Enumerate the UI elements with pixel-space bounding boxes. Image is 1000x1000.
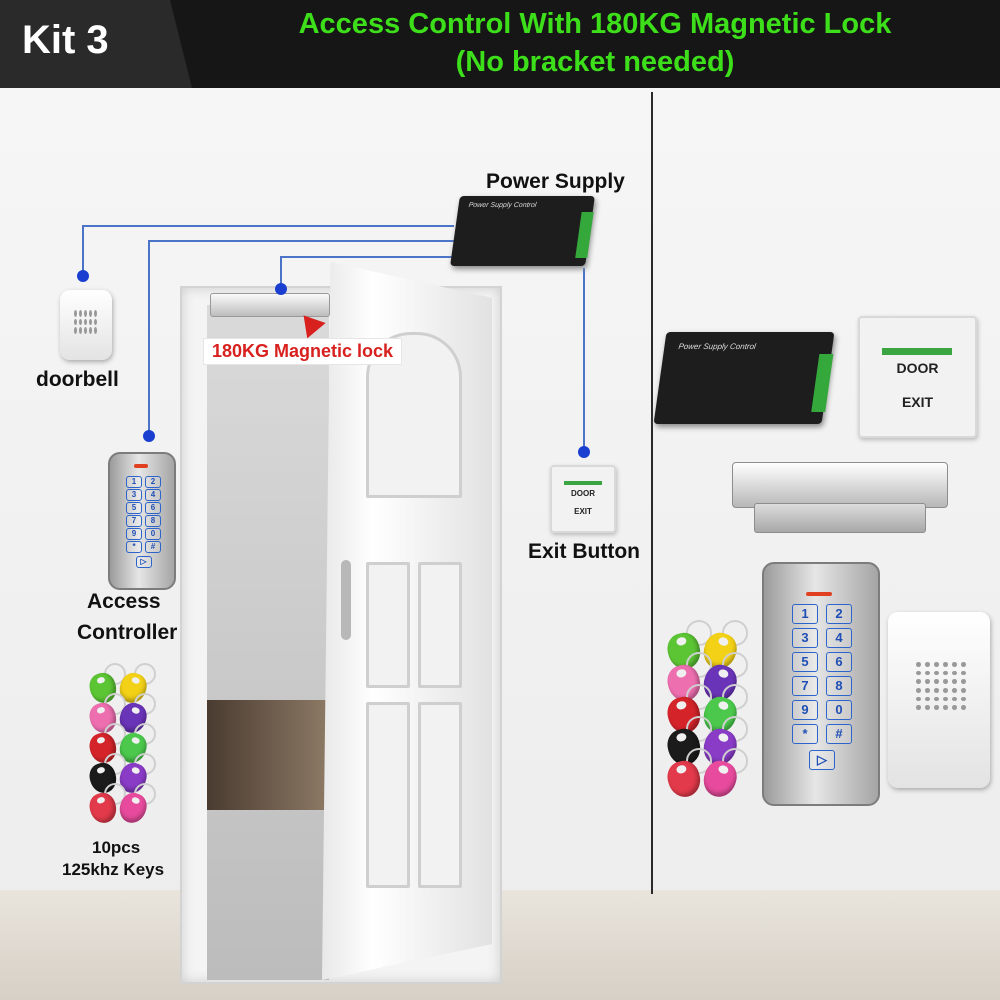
keypad-key: 6: [826, 652, 852, 672]
keypad-key: 7: [792, 676, 818, 696]
doorbell-device-icon: [60, 290, 112, 360]
keypad-card-reader-icon: ▷: [809, 750, 835, 770]
keypad-key: #: [826, 724, 852, 744]
wire-exit-v: [583, 268, 585, 450]
exit-button-label: Exit Button: [528, 540, 640, 563]
magnetic-lock-device-icon: [732, 462, 948, 508]
keypad-key: 9: [792, 700, 818, 720]
keypad-key: 4: [826, 628, 852, 648]
section-divider: [651, 92, 653, 894]
wire-doorbell-h: [82, 225, 454, 227]
keypad-key: 0: [145, 528, 161, 540]
access-controller-label-line1: Access: [87, 590, 161, 613]
keypad-key: 5: [792, 652, 818, 672]
keypad-key: 1: [126, 476, 142, 488]
wire-node: [77, 270, 89, 282]
keypad-key: 6: [145, 502, 161, 514]
keys-label-line2: 125khz Keys: [62, 860, 165, 879]
power-supply-label: Power Supply: [486, 170, 625, 193]
exit-button-device-icon: DOOR EXIT: [858, 316, 977, 438]
doorbell-grille: [74, 310, 98, 334]
door-panel: [418, 702, 462, 888]
wire-keypad-v: [148, 240, 150, 435]
wire-node: [143, 430, 155, 442]
exit-indicator: [564, 481, 602, 485]
keypad-led: [134, 464, 149, 468]
wire-lock-v: [280, 256, 282, 288]
access-controller-label-line2: Controller: [77, 621, 178, 644]
keypad-key: 5: [126, 502, 142, 514]
wire-lock-h: [280, 256, 460, 258]
psu-title: Power Supply Control: [468, 202, 537, 209]
exit-door-text: DOOR: [571, 489, 595, 498]
door-opening: [207, 305, 329, 980]
keypad-key: 8: [145, 515, 161, 527]
exit-exit-text: EXIT: [574, 507, 592, 516]
wire-keypad-h: [148, 240, 454, 242]
exit-button-device-icon: DOOR EXIT: [550, 465, 616, 533]
keypad-key: *: [792, 724, 818, 744]
doorbell-label: doorbell: [36, 368, 119, 391]
keypad-key: 9: [126, 528, 142, 540]
keypad-key: 7: [126, 515, 142, 527]
keypad-key: 4: [145, 489, 161, 501]
keypad-card-reader-icon: ▷: [135, 556, 152, 568]
doorbell-device-icon: [888, 612, 990, 788]
wire-doorbell-v: [82, 225, 84, 275]
keypad-key: 3: [792, 628, 818, 648]
door-leaf: [322, 262, 492, 980]
magnetic-lock-label: 180KG Magnetic lock: [203, 338, 403, 365]
keypad-key: 2: [145, 476, 161, 488]
magnetic-lock-installed-icon: [210, 293, 330, 317]
exit-door-text: DOOR: [896, 360, 939, 376]
keypad-key: 0: [826, 700, 852, 720]
keypad-key: #: [145, 541, 161, 553]
keypad-key: 1: [792, 604, 818, 624]
keypad-key: 3: [126, 489, 142, 501]
kit-label: Kit 3: [22, 18, 109, 62]
page-subtitle: (No bracket needed): [455, 46, 735, 78]
door-panel: [418, 562, 462, 688]
kit-tab: [0, 0, 192, 88]
door-panel: [366, 562, 410, 688]
page-title: Access Control With 180KG Magnetic Lock: [298, 8, 892, 40]
armature-plate-icon: [754, 503, 926, 533]
keypad-key: 8: [826, 676, 852, 696]
keys-label-line1: 10pcs: [92, 838, 141, 857]
keypad-led: [806, 592, 833, 596]
power-supply-device-icon: Power Supply Control: [450, 196, 595, 266]
door-panel: [366, 702, 410, 888]
exit-exit-text: EXIT: [901, 394, 934, 410]
keypad-key: *: [126, 541, 142, 553]
door-handle: [341, 560, 351, 640]
power-supply-device-icon: Power Supply Control: [653, 332, 835, 424]
door-opening-view: [207, 700, 329, 810]
wire-node: [578, 446, 590, 458]
psu-title: Power Supply Control: [677, 342, 757, 351]
wire-node: [275, 283, 287, 295]
doorbell-grille: [916, 662, 966, 710]
exit-indicator: [882, 348, 952, 355]
keypad-key: 2: [826, 604, 852, 624]
